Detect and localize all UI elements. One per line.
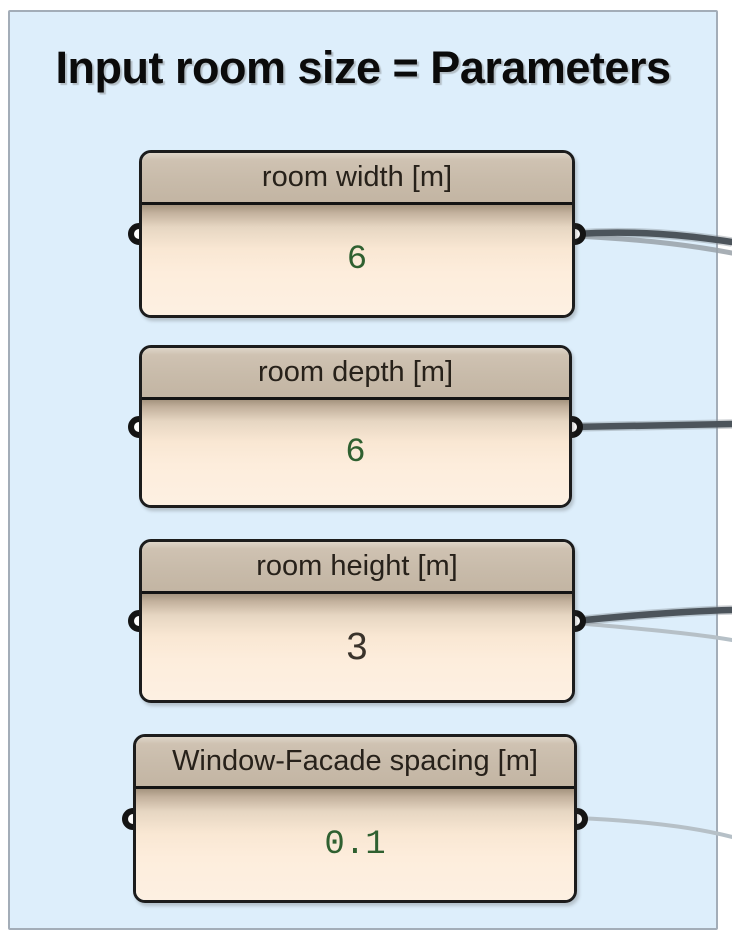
panel-value: 6 bbox=[345, 433, 366, 472]
panel-value-area[interactable]: 0.1 bbox=[136, 789, 574, 900]
panel-value: 6 bbox=[346, 241, 368, 279]
panel-box[interactable]: room width [m] 6 bbox=[139, 150, 575, 318]
panel-value-area[interactable]: 6 bbox=[142, 205, 572, 315]
panel-room-width[interactable]: room width [m] 6 bbox=[128, 150, 586, 318]
panel-title: room height [m] bbox=[142, 542, 572, 594]
panel-box[interactable]: room height [m] 3 bbox=[139, 539, 575, 703]
panel-value: 0.1 bbox=[324, 825, 386, 864]
panel-value: 3 bbox=[346, 625, 368, 668]
panel-value-area[interactable]: 6 bbox=[142, 400, 569, 505]
panel-value-area[interactable]: 3 bbox=[142, 594, 572, 700]
panel-box[interactable]: Window-Facade spacing [m] 0.1 bbox=[133, 734, 577, 903]
group-title: Input room size = Parameters bbox=[55, 42, 671, 93]
panel-room-depth[interactable]: room depth [m] 6 bbox=[128, 345, 583, 508]
panel-box[interactable]: room depth [m] 6 bbox=[139, 345, 572, 508]
panel-title: room depth [m] bbox=[142, 348, 569, 400]
panel-room-height[interactable]: room height [m] 3 bbox=[128, 539, 586, 703]
panel-window-facade-spacing[interactable]: Window-Facade spacing [m] 0.1 bbox=[122, 734, 588, 903]
panel-title: Window-Facade spacing [m] bbox=[136, 737, 574, 789]
panel-title: room width [m] bbox=[142, 153, 572, 205]
